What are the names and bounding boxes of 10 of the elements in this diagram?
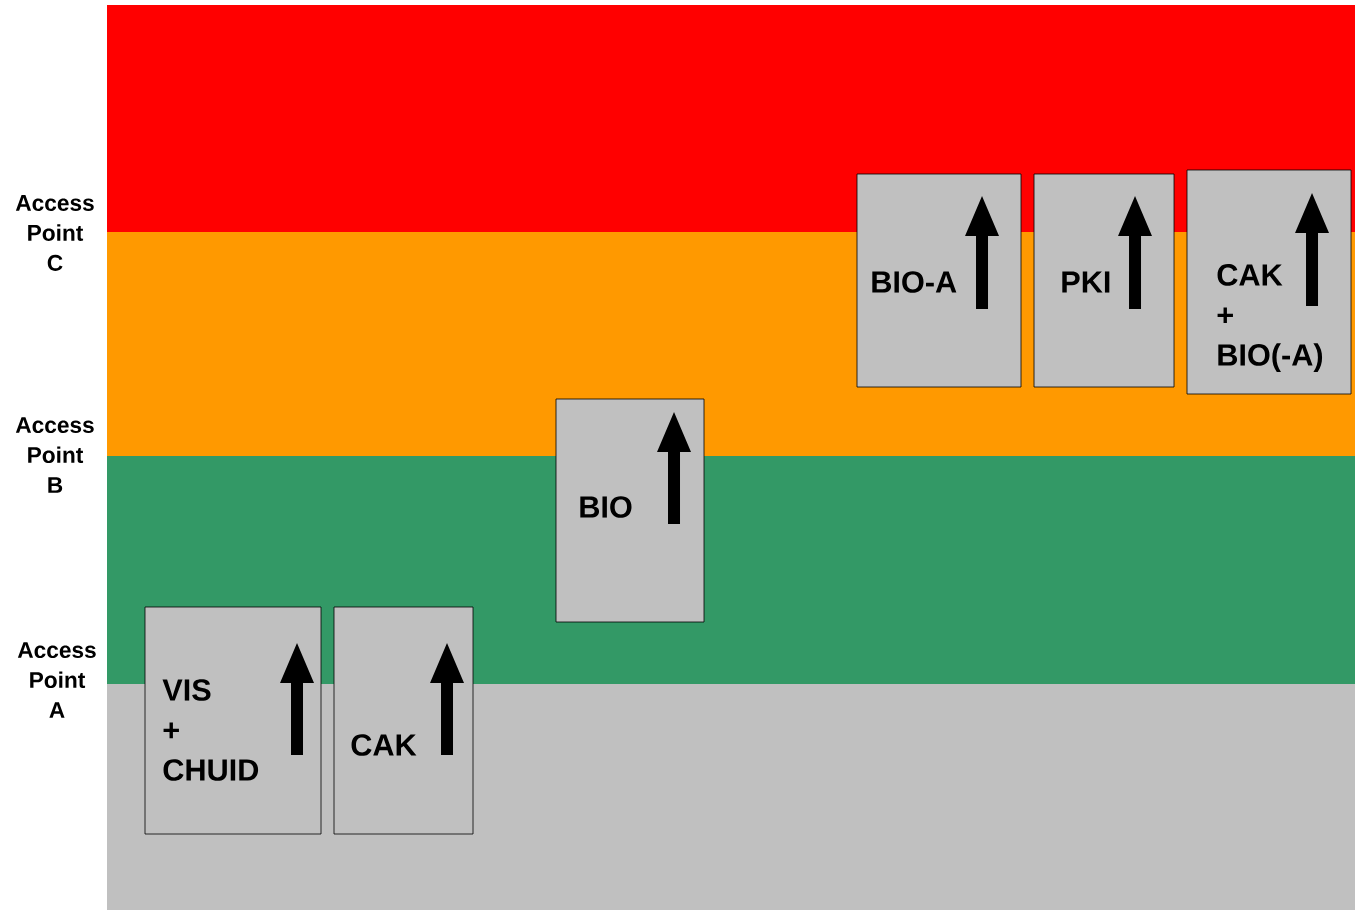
card: BIO-A [856, 173, 1022, 388]
card: VIS + CHUID [144, 606, 322, 835]
card: CAK + BIO(-A) [1186, 169, 1352, 395]
access-point-label: Access Point C [15, 195, 94, 271]
zone-band [107, 5, 1355, 232]
access-point-label: Access Point A [17, 642, 96, 718]
card: CAK [333, 606, 474, 835]
card: PKI [1033, 173, 1175, 388]
access-point-label: Access Point B [15, 417, 94, 493]
card: BIO [555, 398, 705, 623]
